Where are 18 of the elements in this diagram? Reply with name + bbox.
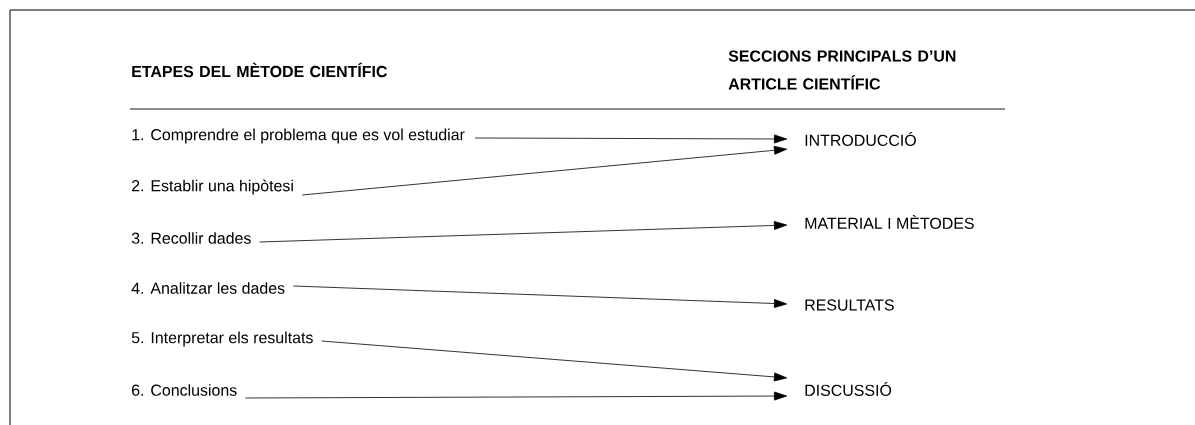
arrow xyxy=(301,145,788,196)
section-text: MATERIAL I MÈTODES xyxy=(805,215,974,229)
step-text: 6. Conclusions xyxy=(132,384,237,396)
arrow xyxy=(321,340,788,382)
step-text: 3. Recollir dades xyxy=(131,232,251,244)
section-text: DISCUSSIÓ xyxy=(805,382,892,396)
step-text: 2. Establir una hipòtesi xyxy=(132,179,293,195)
step-text: 1. Comprendre el problema que es vol estudiar xyxy=(132,128,465,144)
arrow xyxy=(245,391,788,401)
section-text: INTRODUCCIÓ xyxy=(805,132,916,146)
step-text: 4. Analitzar les dades xyxy=(131,282,285,294)
step-text: 5. Interpretar els resultats xyxy=(131,331,313,347)
arrow xyxy=(474,134,788,144)
section-text: RESULTATS xyxy=(805,299,894,311)
column-heading: SECCIONS PRINCIPALS D’UN ARTICLE CIENTÍFIC xyxy=(728,50,956,90)
column-heading: ETAPES DEL MÈTODE CIENTÍFIC xyxy=(132,62,387,78)
arrow xyxy=(259,221,788,243)
arrow xyxy=(292,285,788,308)
